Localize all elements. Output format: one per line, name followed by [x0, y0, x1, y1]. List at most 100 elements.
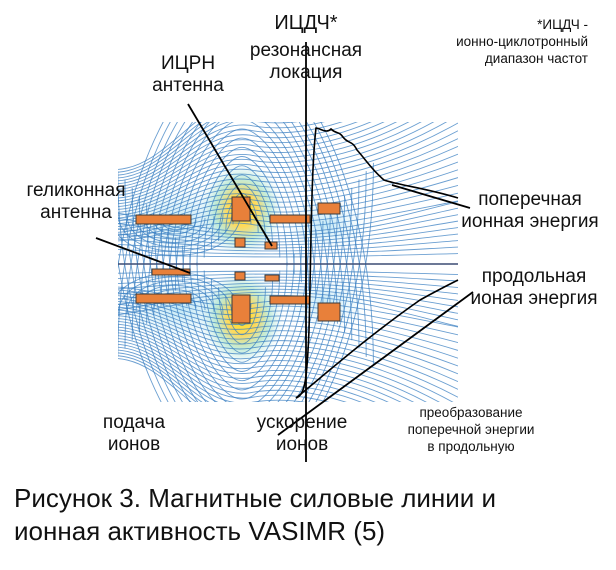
field-line	[118, 326, 402, 402]
icrn-antenna-label: ИЦРН антенна	[152, 53, 224, 97]
field-line	[118, 210, 242, 256]
field-line	[174, 237, 310, 400]
field-line	[131, 187, 353, 402]
field-line	[118, 329, 389, 402]
magnet-block	[264, 274, 280, 282]
field-line	[118, 122, 422, 205]
field-line	[118, 122, 448, 210]
longitudinal-energy-pointer	[277, 291, 474, 436]
field-line	[196, 262, 288, 372]
field-line	[118, 212, 233, 252]
field-line	[153, 122, 331, 316]
ion-acceleration-label: ускорение ионов	[256, 412, 348, 456]
magnet-block	[317, 302, 341, 322]
icrh-subtitle: резонансная локация	[249, 40, 363, 84]
energy-curves	[295, 127, 459, 399]
field-line	[118, 323, 414, 402]
field-line	[118, 253, 458, 258]
magnet-block	[151, 268, 191, 276]
magnet-block	[317, 202, 341, 215]
field-line	[118, 276, 233, 316]
magnet-block	[269, 214, 311, 224]
field-line	[118, 122, 343, 188]
field-line	[118, 122, 410, 202]
field-line	[203, 165, 281, 258]
field-line	[189, 146, 295, 275]
field-line	[218, 287, 266, 345]
field-line	[225, 192, 259, 233]
transverse-energy-curve	[295, 127, 459, 399]
field-line	[196, 156, 288, 266]
field-line	[118, 184, 458, 236]
longitudinal-energy-label: продольная ионая энергия	[470, 266, 598, 310]
magnet-block	[234, 237, 246, 248]
callout-lines	[95, 42, 474, 462]
magnet-block	[231, 294, 251, 324]
field-line	[118, 122, 397, 199]
field-line	[174, 128, 310, 291]
magnet-block	[234, 271, 246, 281]
figure-caption: Рисунок 3. Магнитные силовые линии и ион…	[14, 483, 497, 547]
field-line	[167, 122, 317, 299]
field-line	[126, 280, 224, 314]
field-line	[203, 270, 281, 363]
field-line	[135, 216, 215, 243]
field-line	[160, 122, 324, 308]
field-line	[118, 122, 358, 190]
field-line	[118, 153, 458, 225]
field-line	[225, 295, 259, 336]
field-line	[167, 229, 317, 402]
field-line	[124, 122, 360, 349]
field-line	[118, 122, 367, 357]
icrh-title: ИЦДЧ*	[274, 12, 338, 34]
field-line	[138, 196, 346, 402]
field-line	[118, 318, 440, 402]
field-line	[118, 122, 218, 179]
field-line	[118, 349, 210, 402]
field-line	[118, 343, 306, 402]
field-line	[118, 171, 367, 402]
longitudinal-energy-curve	[295, 279, 459, 399]
field-line	[118, 122, 385, 196]
transverse-energy-pointer	[391, 184, 471, 209]
helicon-antenna-label: геликонная антенна	[26, 180, 126, 224]
field-line	[118, 138, 458, 219]
transverse-energy-label: поперечная ионная энергия	[461, 189, 599, 233]
field-line	[182, 245, 302, 391]
field-line	[182, 137, 302, 283]
field-line	[144, 217, 206, 239]
field-line	[118, 309, 458, 390]
field-line	[118, 130, 458, 216]
field-line	[118, 312, 458, 398]
field-line	[153, 212, 331, 402]
field-line	[118, 332, 376, 402]
field-line	[118, 303, 458, 375]
field-line	[210, 278, 274, 354]
field-line	[118, 220, 458, 243]
field-line	[118, 122, 209, 176]
field-line	[189, 253, 295, 382]
field-line	[146, 204, 338, 402]
field-line	[118, 192, 458, 239]
field-line	[118, 162, 374, 402]
field-line	[118, 122, 458, 213]
field-line	[118, 285, 458, 308]
field-line	[118, 122, 203, 173]
field-line	[118, 338, 347, 402]
field-line	[118, 352, 203, 402]
helicon-antenna-pointer	[95, 237, 191, 274]
magnet-block	[135, 293, 192, 304]
icrn-antenna-pointer	[187, 103, 273, 247]
magnet-block	[269, 295, 311, 305]
field-line	[124, 179, 360, 402]
field-line	[210, 174, 274, 250]
field-line	[118, 122, 325, 185]
magnet-block	[231, 196, 251, 222]
field-line	[218, 183, 266, 241]
field-line	[118, 298, 458, 359]
footnote: *ИЦДЧ - ионно-циклотронный диапазон част…	[456, 17, 588, 66]
field-line	[118, 315, 454, 402]
field-line	[118, 355, 197, 402]
